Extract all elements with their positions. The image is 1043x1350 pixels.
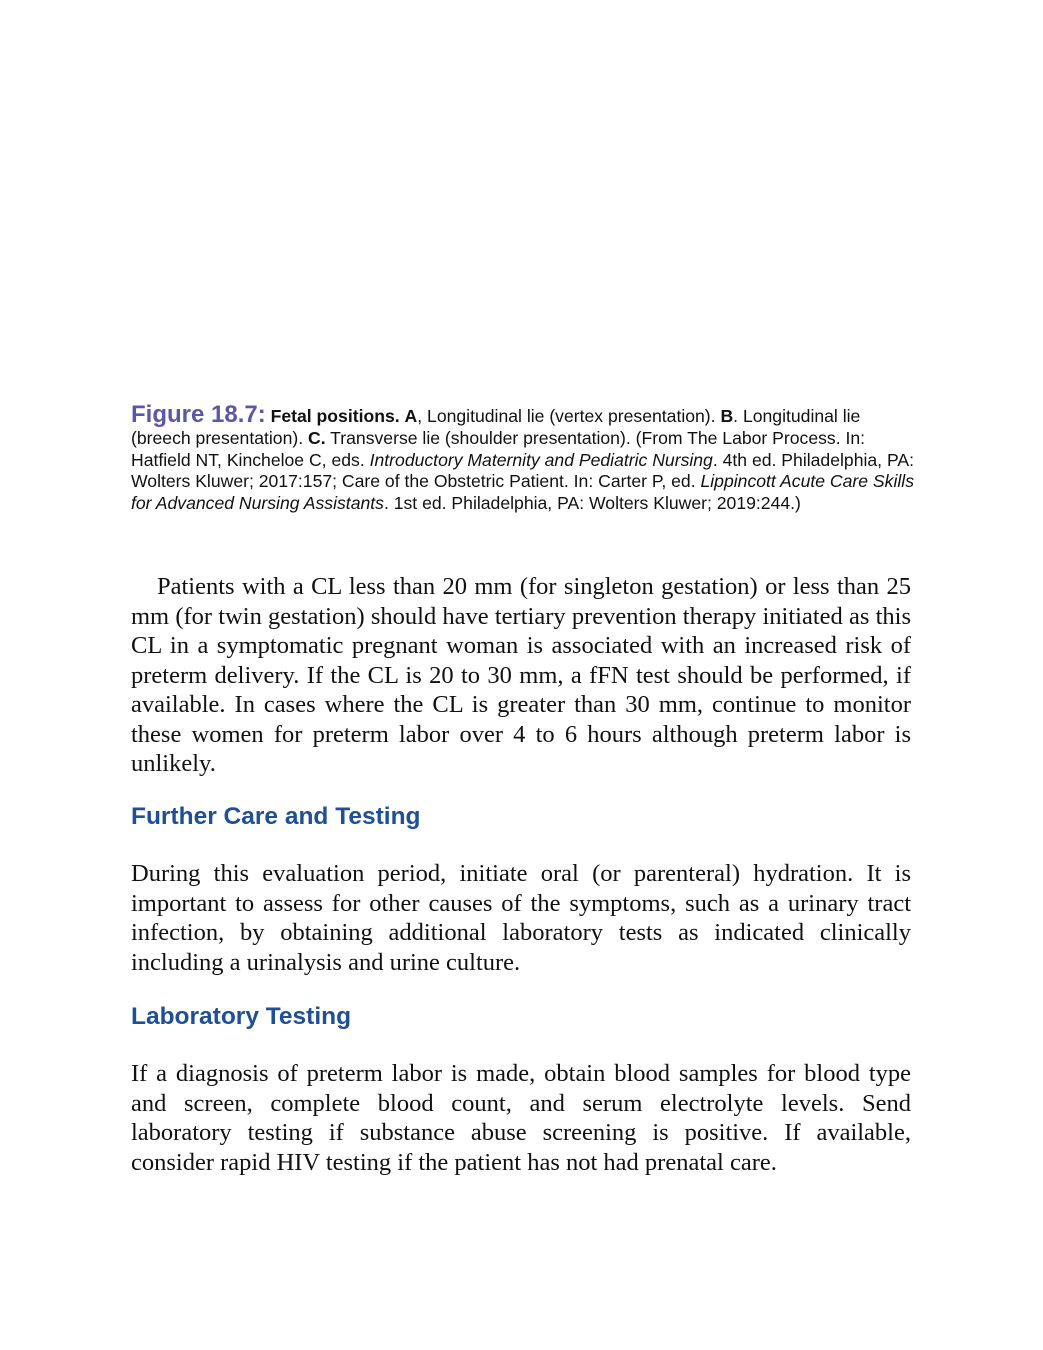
paragraph-cervical-length: Patients with a CL less than 20 mm (for … (131, 573, 911, 777)
caption-label-a: A (404, 406, 418, 426)
figure-image-area (131, 40, 911, 390)
figure-label: Figure 18.7: (131, 401, 266, 428)
heading-further-care: Further Care and Testing (131, 803, 421, 830)
caption-book-1: Introductory Maternity and Pediatric Nur… (369, 449, 713, 470)
caption-text-b: . Longitudinal lie (breech presentation)… (131, 406, 861, 448)
paragraph-further-care: During this evaluation period, initiate … (131, 860, 911, 976)
caption-label-b: B (720, 406, 734, 426)
figure-caption: Figure 18.7: Fetal positions. A, Longitu… (131, 401, 917, 515)
caption-label-c: C. (308, 427, 326, 448)
caption-text-e: . 1st ed. Philadelphia, PA: Wolters Kluw… (383, 493, 801, 514)
caption-text-a: , Longitudinal lie (vertex presentation)… (417, 406, 721, 426)
caption-text-c: Transverse lie (shoulder presentation). … (131, 427, 866, 470)
heading-laboratory-testing: Laboratory Testing (131, 1003, 352, 1030)
caption-title: Fetal positions. (270, 406, 400, 426)
caption-book-2: Lippincott Acute Care Skills for Advance… (131, 471, 914, 514)
paragraph-laboratory-testing: If a diagnosis of preterm labor is made,… (131, 1060, 911, 1176)
caption-text-d: . 4th ed. Philadelphia, PA: Wolters Kluw… (131, 449, 915, 492)
